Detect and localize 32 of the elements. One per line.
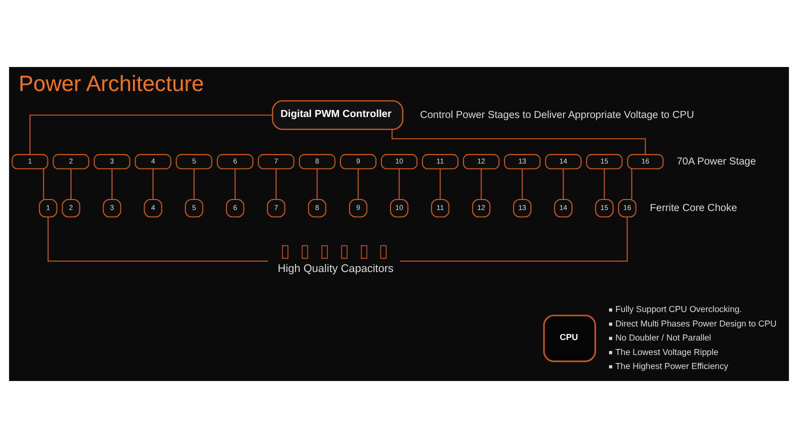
connector	[480, 168, 482, 200]
connector	[48, 216, 268, 262]
label: The Lowest Voltage Ripple	[615, 346, 718, 357]
node-label: High Quality Capacitors	[278, 262, 394, 275]
connector	[276, 168, 277, 200]
connector	[194, 168, 195, 200]
connector	[400, 216, 628, 262]
connector	[398, 168, 400, 200]
connector	[29, 114, 272, 154]
label: 70A Power Stage	[676, 156, 756, 168]
label: Fully Support CPU Overclocking.	[615, 304, 742, 314]
node-box: Digital PWM Controller	[272, 100, 404, 130]
connector	[631, 168, 632, 200]
connector	[562, 168, 564, 200]
connector	[358, 168, 359, 200]
node-label: Control Power Stages to Deliver Appropriate Voltage to CPU	[420, 110, 694, 121]
connector	[112, 168, 113, 200]
connector	[440, 168, 441, 200]
connector	[392, 129, 646, 154]
label: Direct Multi Phases Power Design to CPU	[615, 318, 777, 328]
connector	[522, 168, 523, 200]
label: The Highest Power Efficiency	[615, 361, 728, 372]
label: Ferrite Core Choke	[650, 202, 738, 214]
connector	[604, 168, 605, 200]
connector	[43, 168, 44, 200]
connector	[234, 168, 236, 200]
connector	[70, 168, 72, 200]
diagram-title: Power Architecture	[18, 70, 204, 96]
node-box: CPU	[543, 314, 596, 362]
label: No Doubler / Not Parallel	[615, 332, 712, 343]
connector	[152, 168, 154, 200]
connector	[316, 168, 318, 200]
